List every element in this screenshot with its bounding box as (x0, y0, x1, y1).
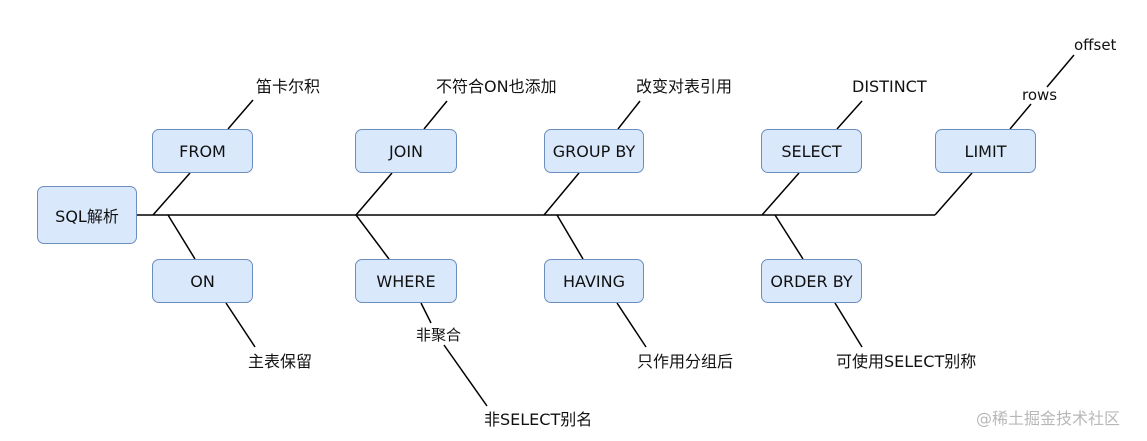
node-group-by: GROUP BY (544, 129, 644, 173)
note-select: DISTINCT (852, 77, 927, 96)
note-line-having (616, 302, 647, 348)
note-limit-rows: rows (1022, 86, 1058, 104)
branch-select (761, 172, 800, 216)
node-join: JOIN (355, 129, 457, 173)
node-sql-root: SQL解析 (37, 186, 137, 244)
note-line-orderby (834, 302, 863, 348)
note-line-from (227, 99, 254, 130)
node-where: WHERE (355, 259, 457, 303)
node-limit: LIMIT (935, 129, 1036, 173)
node-on: ON (152, 259, 253, 303)
note-line-join (423, 100, 448, 130)
note-limit-offset: offset (1074, 36, 1117, 54)
branch-orderby (774, 214, 804, 260)
note-line-limit-rows (1009, 103, 1032, 130)
branch-from (152, 172, 191, 216)
branch-where (355, 214, 390, 260)
node-select: SELECT (761, 129, 862, 173)
note-from: 笛卡尔积 (256, 77, 321, 96)
node-order-by: ORDER BY (761, 259, 862, 303)
note-line-select (836, 100, 863, 130)
note-group-by: 改变对表引用 (636, 77, 733, 96)
note-order-by: 可使用SELECT别称 (836, 352, 977, 371)
note-line-where-1 (420, 302, 432, 324)
note-line-on (225, 302, 256, 348)
branch-on (167, 214, 196, 260)
note-join: 不符合ON也添加 (436, 77, 557, 96)
node-from: FROM (152, 129, 253, 173)
branch-limit (934, 172, 973, 216)
note-line-groupby (617, 100, 641, 130)
note-where-2: 非SELECT别名 (484, 410, 593, 429)
note-line-limit-offset (1046, 54, 1075, 88)
note-line-where-2 (443, 344, 488, 407)
branch-groupby (543, 172, 580, 216)
note-where-1: 非聚合 (416, 326, 462, 344)
watermark: @稀土掘金技术社区 (976, 409, 1121, 428)
branch-join (355, 172, 393, 216)
note-having: 只作用分组后 (637, 352, 734, 371)
branch-having (556, 214, 584, 260)
node-having: HAVING (544, 259, 644, 303)
note-on: 主表保留 (248, 352, 313, 371)
